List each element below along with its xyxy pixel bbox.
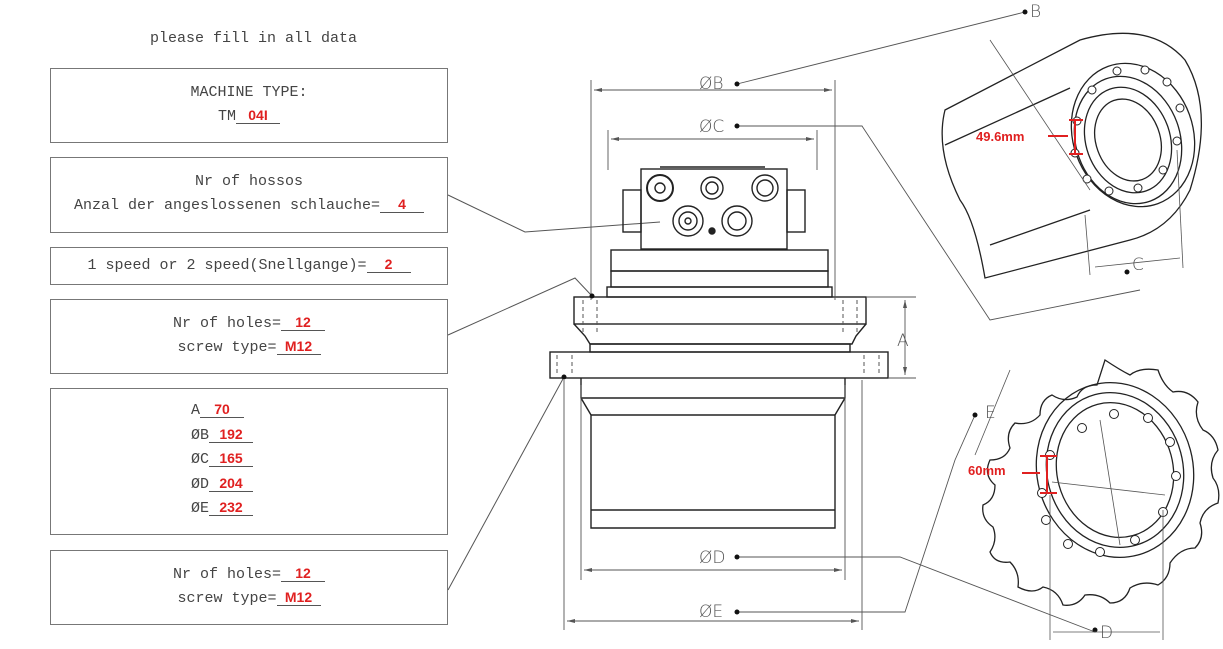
flange-top-screw-label: screw type= — [177, 339, 277, 356]
dimension-e-field[interactable]: 232 — [209, 499, 254, 516]
flange-bottom-holes-label: Nr of holes= — [172, 566, 282, 583]
iso-label-d: D — [1100, 623, 1113, 643]
hub-isometric-view — [941, 32, 1202, 279]
leader-flange-bottom — [447, 376, 565, 591]
form-heading: please fill in all data — [150, 30, 358, 47]
dimension-b-field[interactable]: 192 — [209, 426, 254, 443]
leader-hoses — [447, 194, 661, 233]
dim-label-d: ØD — [699, 548, 725, 568]
sprocket-hole-spacing-label: 60mm — [968, 463, 1006, 478]
hidden-bolt-holes — [556, 300, 880, 376]
dim-label-c: ØC — [699, 117, 724, 137]
iso-label-e: E — [985, 403, 996, 423]
hoses-label-de: Anzal der angeslossenen schlauche= — [73, 197, 381, 214]
hub-hole-spacing-label: 49.6mm — [976, 129, 1024, 144]
dim-label-e: ØE — [699, 602, 723, 622]
motor-front-view — [549, 166, 889, 529]
sprocket-bolt-holes — [1037, 409, 1181, 557]
dimension-label: ØB — [191, 426, 210, 444]
flange-bottom-box: Nr of holes=12 screw type=M12 — [50, 550, 448, 625]
dimension-arrowheads — [567, 88, 907, 623]
leader-dots — [561, 9, 1130, 633]
flange-top-holes-label: Nr of holes= — [172, 315, 282, 332]
flange-top-box: Nr of holes=12 screw type=M12 — [50, 299, 448, 374]
dim-label-b: ØB — [699, 74, 724, 94]
speed-box: 1 speed or 2 speed(Snellgange)=2 — [50, 247, 448, 285]
dimension-label: ØE — [191, 500, 210, 517]
hoses-box: Nr of hossos Anzal der angeslossenen sch… — [50, 157, 448, 233]
flange-top-holes-field[interactable]: 12 — [281, 314, 326, 331]
machine-type-field[interactable]: 04I — [236, 107, 280, 124]
dimension-label: ØC — [191, 451, 210, 468]
dim-label-a: A — [897, 331, 909, 351]
hoses-label: Nr of hossos — [194, 173, 304, 190]
dimension-label: ØD — [191, 475, 210, 493]
dimension-label: A — [191, 402, 201, 419]
dimension-lines — [563, 11, 1141, 633]
flange-bottom-screw-label: screw type= — [177, 590, 277, 607]
iso-label-b: B — [1030, 2, 1041, 22]
flange-bottom-screw-field[interactable]: M12 — [276, 589, 321, 606]
sprocket-isometric-view — [982, 358, 1220, 606]
dimension-c-field[interactable]: 165 — [209, 450, 254, 467]
machine-type-label: MACHINE TYPE: — [190, 84, 308, 101]
leader-flange-top — [447, 277, 593, 336]
speed-field[interactable]: 2 — [366, 256, 411, 273]
hub-hole-spacing-marker — [1048, 119, 1083, 155]
dimension-d-field[interactable]: 204 — [209, 475, 254, 492]
hoses-field[interactable]: 4 — [380, 196, 425, 213]
sprocket-hole-spacing-marker — [1022, 455, 1057, 494]
machine-type-prefix: TM — [217, 108, 236, 125]
dimension-a-field[interactable]: 70 — [200, 401, 245, 418]
hub-bolt-holes — [1070, 65, 1185, 196]
flange-top-screw-field[interactable]: M12 — [276, 338, 321, 355]
speed-label: 1 speed or 2 speed(Snellgange)= — [87, 257, 367, 274]
iso-label-c: C — [1132, 255, 1144, 275]
flange-bottom-holes-field[interactable]: 12 — [281, 565, 326, 582]
